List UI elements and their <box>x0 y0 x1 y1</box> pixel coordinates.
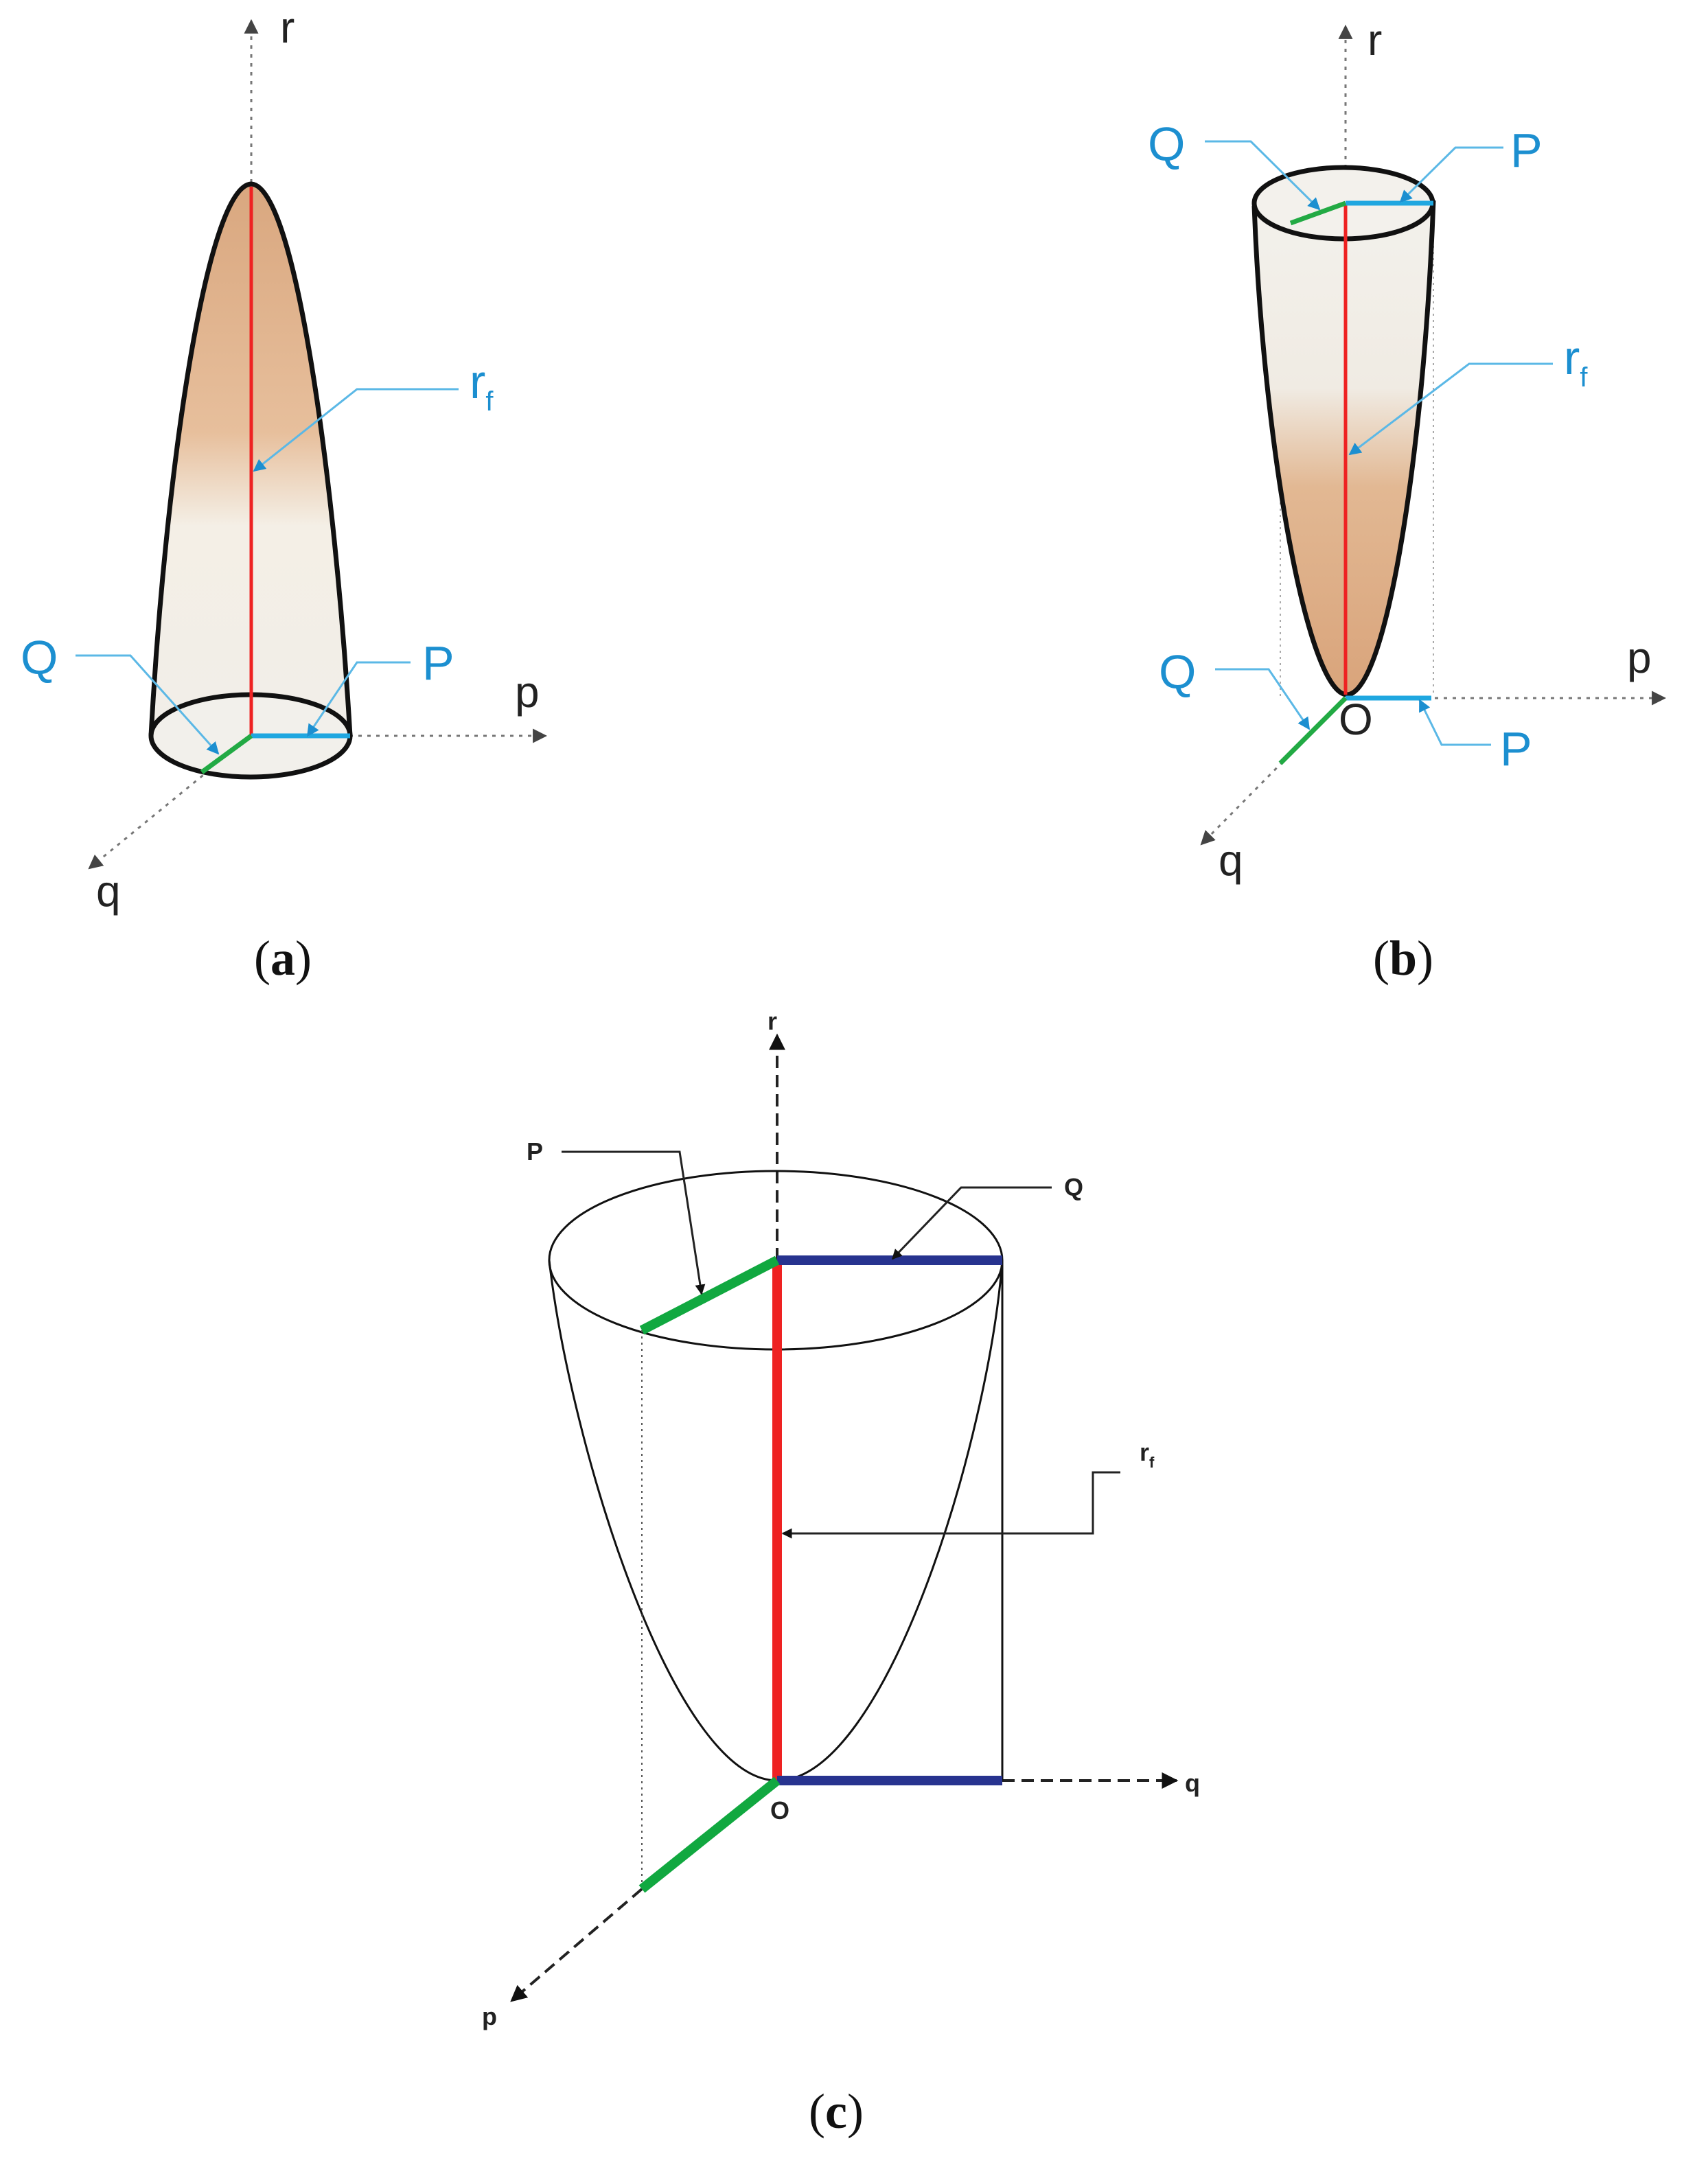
leader-p <box>562 1150 706 1295</box>
origin-label: O <box>1339 695 1373 744</box>
panel-c: r q p P Q rf O (c) <box>482 1007 1200 2139</box>
leader-p-top <box>1399 146 1503 203</box>
axis-q-label: q <box>1185 1769 1200 1797</box>
label-p: P <box>527 1137 543 1166</box>
label-rf: rf <box>470 355 494 417</box>
axis-p-label: p <box>482 2002 497 2030</box>
axis-r-label: r <box>768 1007 777 1035</box>
label-q: Q <box>21 631 58 684</box>
axis-q-label: q <box>1219 835 1243 885</box>
origin-label: O <box>770 1796 789 1824</box>
semi-axis-p-bottom <box>638 1776 781 1893</box>
label-rf: rf <box>1564 331 1588 393</box>
cone-outline <box>148 181 353 737</box>
label-p: P <box>422 636 454 690</box>
leader-rf <box>253 388 459 472</box>
semi-axis-q <box>200 734 253 774</box>
axis-p-label: p <box>515 667 540 717</box>
axis-p-label: p <box>1627 633 1652 682</box>
semi-axis-p-top <box>639 1255 780 1335</box>
caption-a: (a) <box>254 931 312 986</box>
leader-q-bottom <box>1215 668 1311 730</box>
caption-c: (c) <box>809 2084 864 2139</box>
axis-q-label: q <box>96 866 121 916</box>
label-p-bottom: P <box>1500 722 1532 776</box>
axis-p-line <box>510 1888 643 2002</box>
label-rf: rf <box>1140 1438 1155 1471</box>
leader-q-top <box>1205 140 1321 211</box>
axis-q-line <box>1200 697 1347 846</box>
axis-r-label: r <box>1367 15 1382 65</box>
leader-q <box>891 1186 1052 1260</box>
label-p-top: P <box>1510 124 1543 177</box>
semi-axis-q-bottom <box>1278 696 1348 765</box>
panel-a: r p q Q P rf (a) <box>21 3 548 986</box>
axis-r-label: r <box>280 3 295 52</box>
leader-p-bottom <box>1418 699 1491 746</box>
panel-b: r p q Q P rf Q P O (b) <box>1148 15 1667 986</box>
leader-q <box>76 654 220 755</box>
label-q: Q <box>1064 1173 1083 1201</box>
label-q-bottom: Q <box>1159 645 1196 699</box>
leader-p <box>306 661 411 737</box>
leader-rf <box>1348 362 1553 456</box>
label-q-top: Q <box>1148 117 1185 171</box>
semi-axis-q-top <box>1289 200 1347 226</box>
leader-rf <box>781 1471 1120 1539</box>
caption-b: (b) <box>1373 931 1433 986</box>
